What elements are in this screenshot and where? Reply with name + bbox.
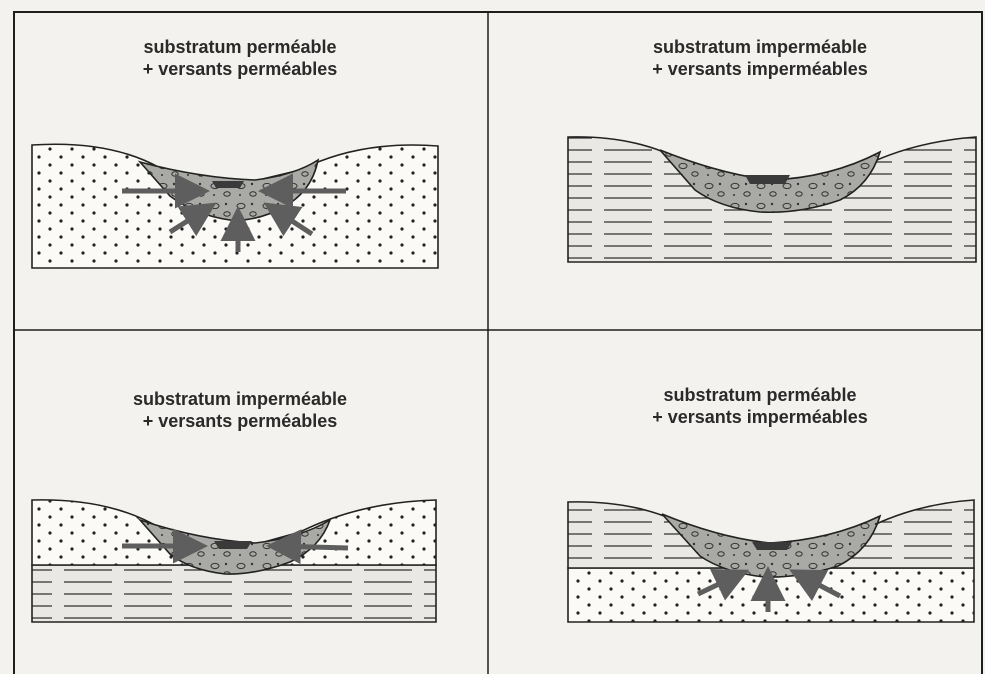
water-channel (214, 541, 252, 549)
title-line-1: substratum perméable (40, 36, 440, 58)
cross-section-bottom-left (32, 500, 436, 622)
title-line-1: substratum perméable (560, 384, 960, 406)
title-line-2: + versants perméables (40, 410, 440, 432)
panel-title-top-right: substratum imperméable + versants imperm… (560, 36, 960, 80)
water-channel (745, 175, 790, 184)
panel-title-top-left: substratum perméable + versants perméabl… (40, 36, 440, 80)
title-line-1: substratum imperméable (560, 36, 960, 58)
panel-title-bottom-left: substratum imperméable + versants perméa… (40, 388, 440, 432)
title-line-1: substratum imperméable (40, 388, 440, 410)
title-line-2: + versants perméables (40, 58, 440, 80)
water-channel (752, 542, 792, 550)
cross-section-bottom-right (568, 500, 974, 622)
water-channel (212, 181, 244, 188)
panel-title-bottom-right: substratum perméable + versants imperméa… (560, 384, 960, 428)
title-line-2: + versants imperméables (560, 58, 960, 80)
arrow-icon (276, 546, 348, 548)
cross-section-top-right (568, 137, 976, 262)
title-line-2: + versants imperméables (560, 406, 960, 428)
cross-section-top-left (32, 144, 438, 268)
